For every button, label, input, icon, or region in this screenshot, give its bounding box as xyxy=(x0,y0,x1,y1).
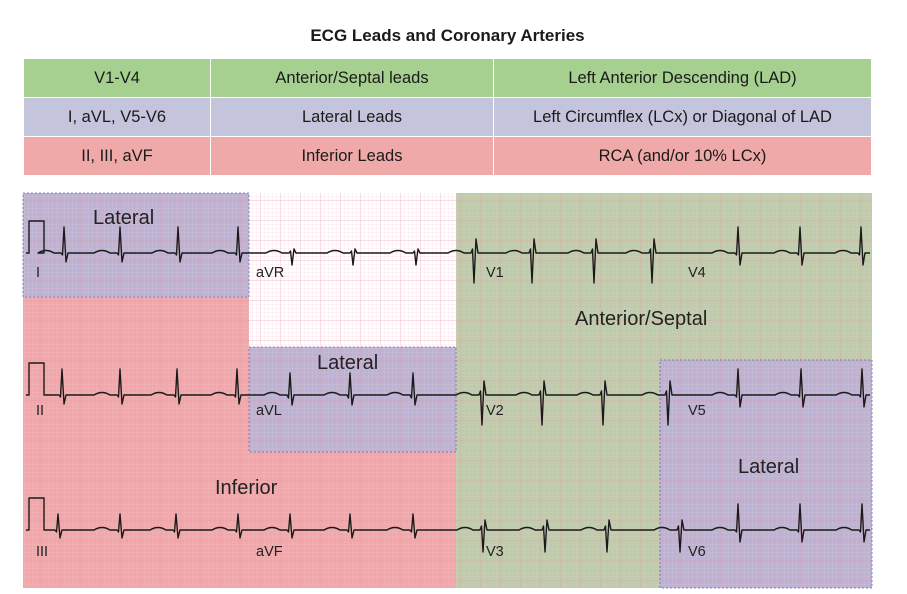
region-outline xyxy=(659,359,873,589)
group-cell: Lateral Leads xyxy=(210,97,494,137)
region-label-lateral: Lateral xyxy=(93,207,154,229)
region-label-lateral: Lateral xyxy=(317,352,378,374)
lead-label-v2: V2 xyxy=(486,403,504,419)
region-label-anterior-septal: Anterior/Septal xyxy=(575,308,707,330)
artery-cell: Left Anterior Descending (LAD) xyxy=(493,58,872,98)
lead-label-avl: aVL xyxy=(256,403,282,419)
lead-artery-table: V1-V4 Anterior/Septal leads Left Anterio… xyxy=(23,58,872,176)
lead-label-v4: V4 xyxy=(688,265,706,281)
region-outline xyxy=(22,192,250,298)
region-label-inferior: Inferior xyxy=(215,477,278,499)
region-label-lateral: Lateral xyxy=(738,456,799,478)
table-row: II, III, aVF Inferior Leads RCA (and/or … xyxy=(23,136,872,176)
lead-label-iii: III xyxy=(36,544,48,560)
table-row: V1-V4 Anterior/Septal leads Left Anterio… xyxy=(23,58,872,98)
lead-label-v6: V6 xyxy=(688,544,706,560)
lead-label-ii: II xyxy=(36,403,44,419)
ecg-traces xyxy=(26,220,870,553)
figure-title: ECG Leads and Coronary Arteries xyxy=(310,26,585,45)
ecg-grid xyxy=(23,193,872,588)
leads-cell: II, III, aVF xyxy=(23,136,211,176)
lead-label-avr: aVR xyxy=(256,265,284,281)
lead-label-avf: aVF xyxy=(256,544,283,560)
ecg-trace-line xyxy=(26,362,870,426)
lead-label-v1: V1 xyxy=(486,265,504,281)
ecg-trace-line xyxy=(26,220,870,284)
group-cell: Inferior Leads xyxy=(210,136,494,176)
lead-label-i: I xyxy=(36,265,40,281)
group-cell: Anterior/Septal leads xyxy=(210,58,494,98)
ecg-trace-line xyxy=(26,497,870,553)
artery-cell: RCA (and/or 10% LCx) xyxy=(493,136,872,176)
lead-label-v5: V5 xyxy=(688,403,706,419)
leads-cell: I, aVL, V5-V6 xyxy=(23,97,211,137)
lead-label-v3: V3 xyxy=(486,544,504,560)
